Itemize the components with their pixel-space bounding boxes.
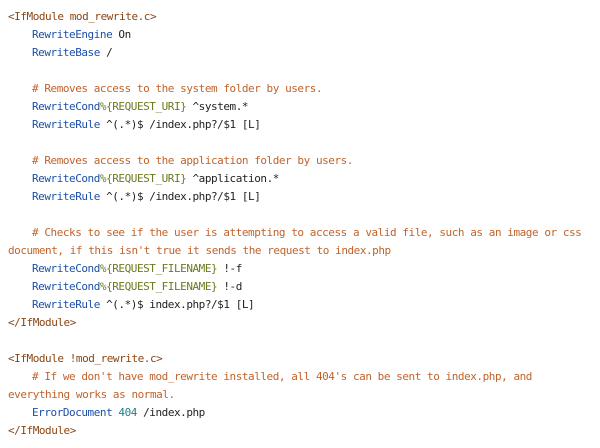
- code-line: <IfModule mod_rewrite.c>: [8, 8, 592, 26]
- code-line: RewriteRule ^(.*)$ /index.php?/$1 [L]: [8, 188, 592, 206]
- directive-args: On: [112, 28, 131, 41]
- ifmodule-tag: <IfModule !mod_rewrite.c>: [8, 352, 163, 365]
- directive-args: /: [99, 46, 113, 59]
- directive-name: RewriteEngine: [32, 28, 113, 41]
- code-comment: # Checks to see if the user is attemptin…: [8, 226, 588, 257]
- status-code: 404: [112, 406, 137, 419]
- code-line: ErrorDocument 404 /index.php: [8, 404, 592, 422]
- directive-args: ^(.*)$ index.php?/$1 [L]: [99, 298, 255, 311]
- code-block: <IfModule mod_rewrite.c> RewriteEngine On…: [8, 8, 592, 440]
- code-line: </IfModule>: [8, 422, 592, 440]
- code-line: RewriteCond%{REQUEST_URI} ^application.*: [8, 170, 592, 188]
- code-line: # Checks to see if the user is attemptin…: [8, 224, 592, 260]
- directive-name: RewriteCond: [32, 280, 100, 293]
- directive-name: RewriteCond: [32, 172, 100, 185]
- server-variable: %{REQUEST_URI}: [99, 172, 187, 185]
- ifmodule-tag: <IfModule mod_rewrite.c>: [8, 10, 157, 23]
- ifmodule-tag: </IfModule>: [8, 316, 76, 329]
- server-variable: %{REQUEST_URI}: [99, 100, 187, 113]
- directive-name: RewriteRule: [32, 190, 100, 203]
- directive-args: ^system.*: [186, 100, 249, 113]
- code-line: <IfModule !mod_rewrite.c>: [8, 350, 592, 368]
- ifmodule-tag: </IfModule>: [8, 424, 76, 437]
- server-variable: %{REQUEST_FILENAME}: [99, 280, 218, 293]
- blank-line: [8, 62, 592, 80]
- code-line: # If we don't have mod_rewrite installed…: [8, 368, 592, 404]
- code-line: RewriteBase /: [8, 44, 592, 62]
- server-variable: %{REQUEST_FILENAME}: [99, 262, 218, 275]
- directive-name: RewriteBase: [32, 46, 100, 59]
- directive-args: ^application.*: [186, 172, 280, 185]
- directive-args: ^(.*)$ /index.php?/$1 [L]: [99, 190, 261, 203]
- code-line: </IfModule>: [8, 314, 592, 332]
- directive-args: ^(.*)$ /index.php?/$1 [L]: [99, 118, 261, 131]
- code-comment: # If we don't have mod_rewrite installed…: [8, 370, 539, 401]
- directive-args: !-d: [217, 280, 242, 293]
- directive-args: !-f: [217, 262, 242, 275]
- code-line: RewriteCond%{REQUEST_FILENAME} !-d: [8, 278, 592, 296]
- directive-name: RewriteRule: [32, 118, 100, 131]
- code-line: RewriteRule ^(.*)$ /index.php?/$1 [L]: [8, 116, 592, 134]
- code-comment: # Removes access to the system folder by…: [32, 82, 323, 95]
- blank-line: [8, 134, 592, 152]
- directive-name: RewriteCond: [32, 262, 100, 275]
- blank-line: [8, 206, 592, 224]
- blank-line: [8, 332, 592, 350]
- code-line: RewriteCond%{REQUEST_URI} ^system.*: [8, 98, 592, 116]
- code-line: RewriteCond%{REQUEST_FILENAME} !-f: [8, 260, 592, 278]
- directive-args: /index.php: [136, 406, 205, 419]
- code-comment: # Removes access to the application fold…: [32, 154, 353, 167]
- code-line: RewriteRule ^(.*)$ index.php?/$1 [L]: [8, 296, 592, 314]
- directive-name: RewriteCond: [32, 100, 100, 113]
- directive-name: ErrorDocument: [32, 406, 113, 419]
- code-line: RewriteEngine On: [8, 26, 592, 44]
- code-line: # Removes access to the application fold…: [8, 152, 592, 170]
- code-line: # Removes access to the system folder by…: [8, 80, 592, 98]
- directive-name: RewriteRule: [32, 298, 100, 311]
